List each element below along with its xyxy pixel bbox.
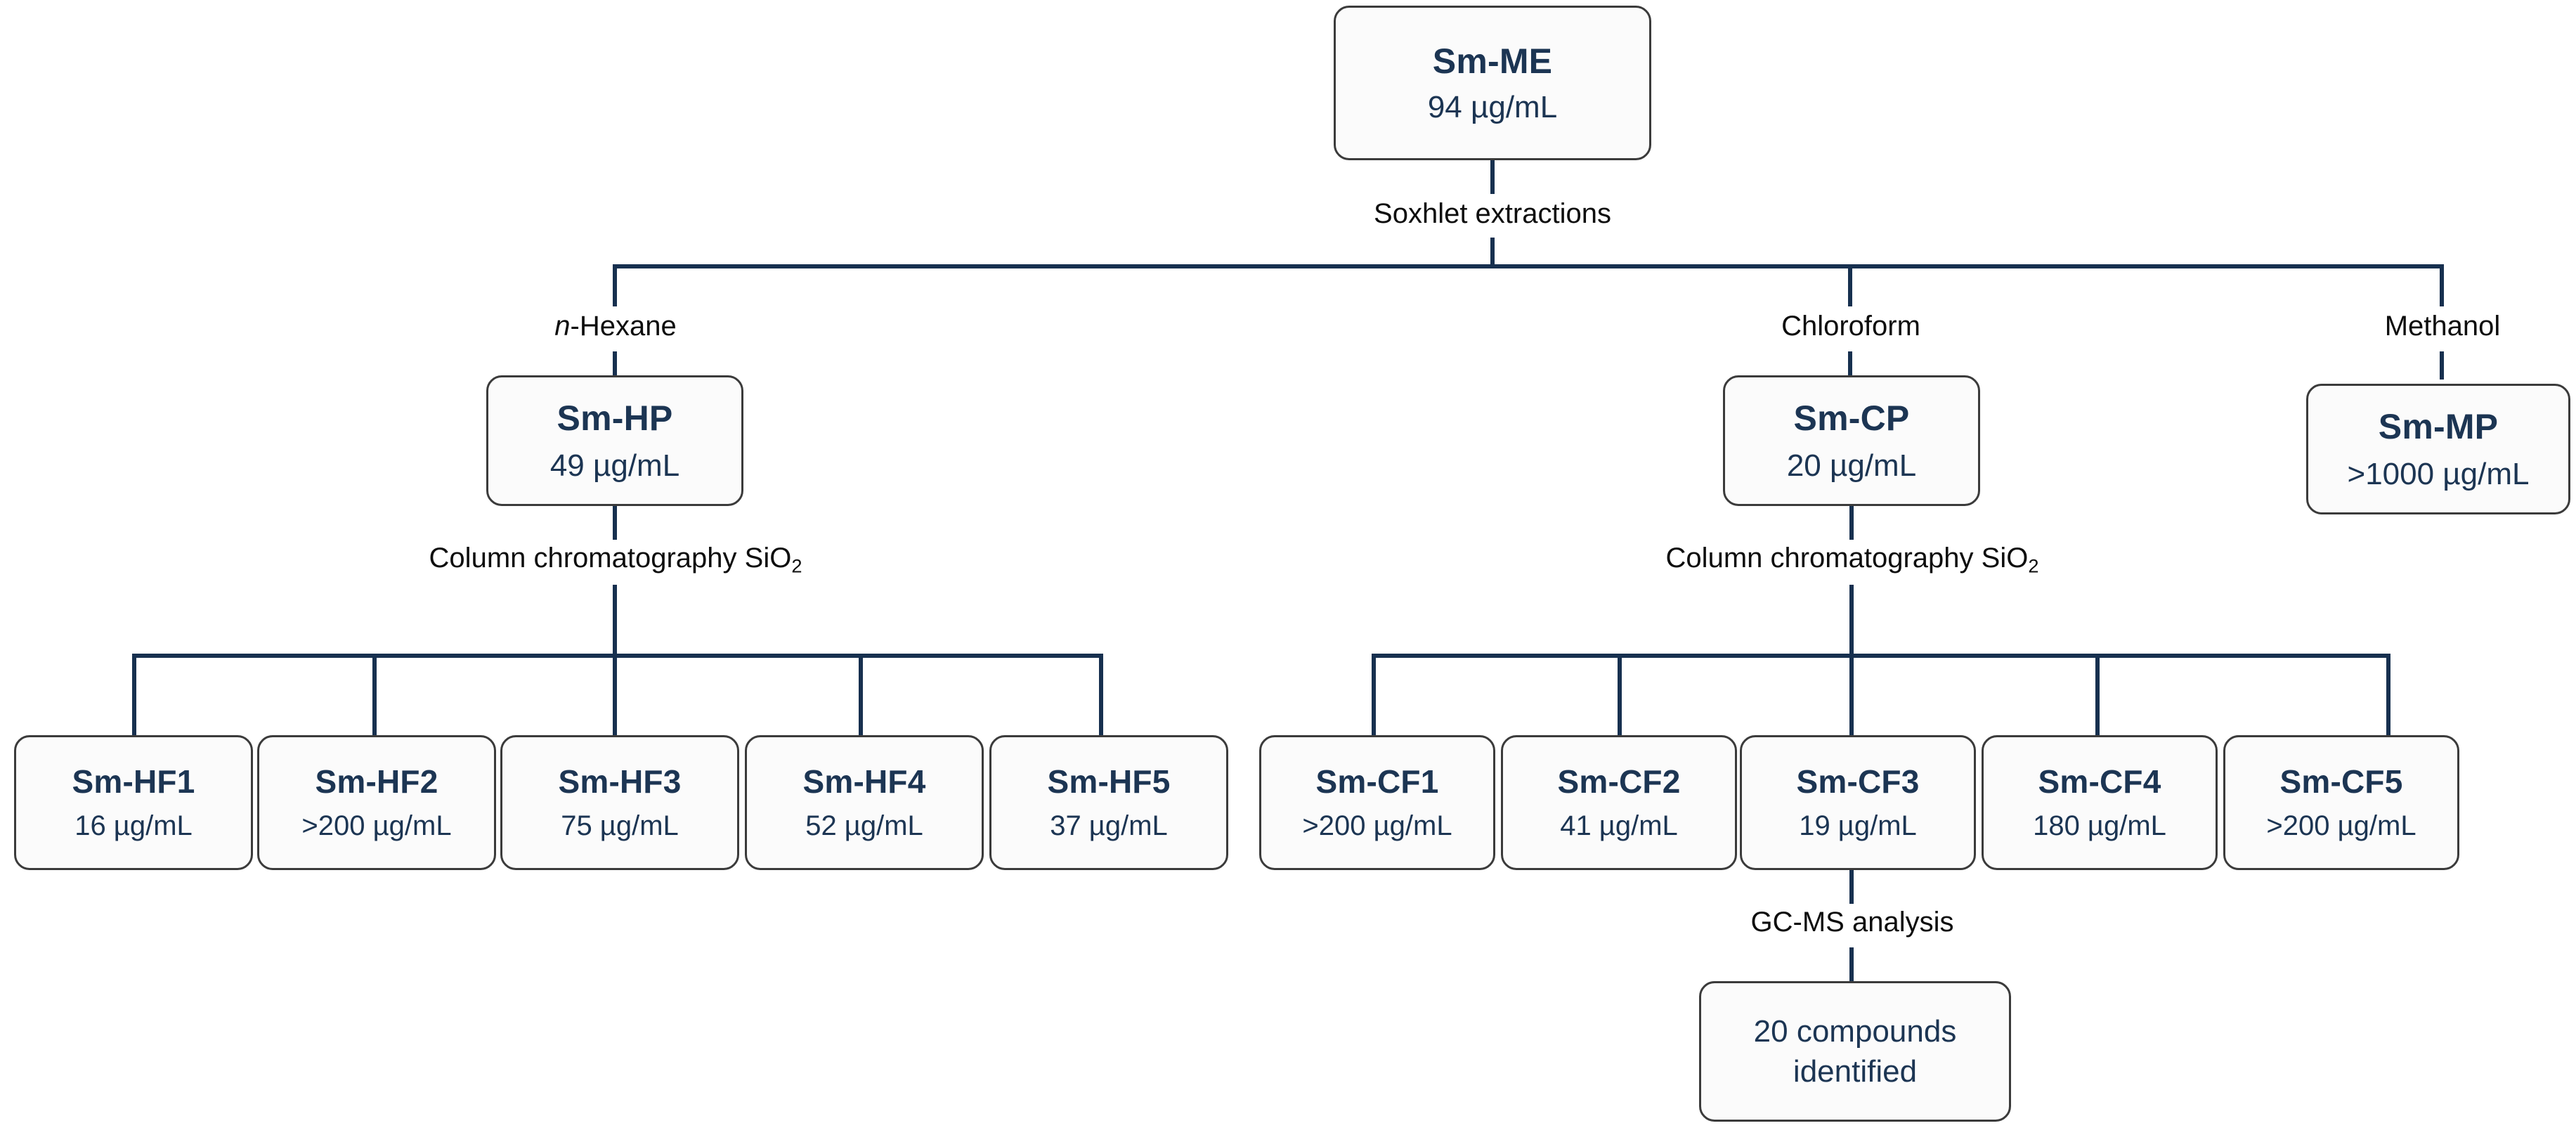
edge-label-methanol-text: Methanol <box>2384 311 2501 342</box>
edge-label-chloroform-text: Chloroform <box>1781 311 1920 342</box>
connector-drop-sm-hf1 <box>132 654 136 738</box>
connector-chloroform-fraction-bar <box>1372 654 2390 658</box>
connector-drop-methanol <box>2440 264 2444 306</box>
node-sm-me-title: Sm-ME <box>1432 41 1553 81</box>
node-sm-hf2[interactable]: Sm-HF2 >200 µg/mL <box>257 735 496 870</box>
node-sm-cf1-value: >200 µg/mL <box>1302 810 1452 841</box>
node-sm-mp[interactable]: Sm-MP >1000 µg/mL <box>2306 384 2570 514</box>
connector-chloroform-bar-stem <box>1849 614 1854 655</box>
edge-label-cc-hexane-text: Column chromatography SiO <box>429 543 792 574</box>
node-sm-hf1-title: Sm-HF1 <box>72 763 195 801</box>
node-sm-cf5[interactable]: Sm-CF5 >200 µg/mL <box>2223 735 2459 870</box>
connector-solvent-split-bar <box>613 264 2444 268</box>
edge-label-n-hexane: n-Hexane <box>554 311 676 342</box>
node-compounds-identified-line2: identified <box>1793 1054 1918 1089</box>
connector-root-down-lower <box>1490 238 1495 267</box>
node-sm-cf4-title: Sm-CF4 <box>2038 763 2161 801</box>
edge-label-soxhlet-extractions: Soxhlet extractions <box>1374 198 1611 230</box>
node-sm-hf2-title: Sm-HF2 <box>315 763 438 801</box>
connector-drop-sm-cf4 <box>2095 654 2100 738</box>
node-sm-hp-value: 49 µg/mL <box>549 448 680 483</box>
node-sm-cf3[interactable]: Sm-CF3 19 µg/mL <box>1740 735 1976 870</box>
connector-drop-hexane <box>613 264 617 306</box>
node-sm-hf5-title: Sm-HF5 <box>1047 763 1171 801</box>
node-compounds-identified-line1: 20 compounds <box>1753 1013 1957 1049</box>
connector-drop-sm-hf2 <box>372 654 377 738</box>
edge-label-cc-chloroform-sub: 2 <box>2028 555 2039 577</box>
node-sm-hf5-value: 37 µg/mL <box>1050 810 1168 841</box>
connector-root-down-upper <box>1490 160 1495 194</box>
connector-hexane-fraction-bar <box>132 654 1103 658</box>
connector-sm-cf3-down-upper <box>1849 870 1854 904</box>
node-sm-hf2-value: >200 µg/mL <box>301 810 452 841</box>
node-sm-me[interactable]: Sm-ME 94 µg/mL <box>1334 6 1651 160</box>
node-sm-hf1[interactable]: Sm-HF1 16 µg/mL <box>14 735 253 870</box>
connector-sm-cp-down-lower <box>1849 585 1854 614</box>
node-sm-hp[interactable]: Sm-HP 49 µg/mL <box>486 375 743 506</box>
node-sm-hf3[interactable]: Sm-HF3 75 µg/mL <box>500 735 739 870</box>
edge-label-gcms-analysis: GC-MS analysis <box>1751 907 1954 938</box>
node-sm-hf5[interactable]: Sm-HF5 37 µg/mL <box>989 735 1228 870</box>
node-sm-cf1[interactable]: Sm-CF1 >200 µg/mL <box>1259 735 1495 870</box>
edge-label-cc-chloroform-text: Column chromatography SiO <box>1665 543 2029 574</box>
edge-label-n-hexane-rest: -Hexane <box>570 311 677 342</box>
connector-hexane-bar-stem <box>613 614 617 655</box>
node-sm-hf1-value: 16 µg/mL <box>74 810 193 841</box>
edge-label-gcms-text: GC-MS analysis <box>1750 907 1954 938</box>
node-sm-hf4-value: 52 µg/mL <box>805 810 923 841</box>
node-sm-mp-value: >1000 µg/mL <box>2347 456 2530 491</box>
connector-drop-sm-cf5 <box>2386 654 2390 738</box>
edge-label-n-hexane-italic-n: n <box>554 311 571 342</box>
node-sm-cf4[interactable]: Sm-CF4 180 µg/mL <box>1982 735 2218 870</box>
node-sm-cf2-value: 41 µg/mL <box>1560 810 1678 841</box>
node-sm-me-value: 94 µg/mL <box>1427 89 1558 124</box>
node-sm-cf3-title: Sm-CF3 <box>1796 763 1920 801</box>
node-sm-hp-title: Sm-HP <box>557 398 673 438</box>
node-sm-cf4-value: 180 µg/mL <box>2033 810 2166 841</box>
edge-label-cc-hexane-sub: 2 <box>791 555 802 577</box>
node-sm-cf5-value: >200 µg/mL <box>2266 810 2416 841</box>
connector-drop-sm-hf3 <box>613 654 617 738</box>
edge-label-column-chromatography-hexane: Column chromatography SiO2 <box>429 543 802 578</box>
edge-label-chloroform: Chloroform <box>1781 311 1920 342</box>
edge-label-soxhlet-text: Soxhlet extractions <box>1374 198 1611 229</box>
connector-sm-hp-down-upper <box>613 506 617 540</box>
node-sm-hf4[interactable]: Sm-HF4 52 µg/mL <box>745 735 984 870</box>
node-sm-cf5-title: Sm-CF5 <box>2279 763 2403 801</box>
node-sm-cp[interactable]: Sm-CP 20 µg/mL <box>1723 375 1980 506</box>
connector-sm-hp-down-lower <box>613 585 617 614</box>
node-sm-cp-value: 20 µg/mL <box>1786 448 1917 483</box>
node-sm-cf3-value: 19 µg/mL <box>1799 810 1917 841</box>
connector-drop-sm-cf2 <box>1618 654 1622 738</box>
node-sm-hf3-title: Sm-HF3 <box>558 763 682 801</box>
connector-sm-cp-down-upper <box>1849 506 1854 540</box>
connector-drop-sm-cf3 <box>1849 654 1854 738</box>
node-sm-mp-title: Sm-MP <box>2378 406 2499 446</box>
connector-chloroform-to-sm-cp <box>1848 351 1852 380</box>
node-sm-cf2-title: Sm-CF2 <box>1557 763 1681 801</box>
node-sm-hf4-title: Sm-HF4 <box>802 763 926 801</box>
connector-drop-sm-cf1 <box>1372 654 1376 738</box>
edge-label-methanol: Methanol <box>2385 311 2501 342</box>
node-compounds-identified[interactable]: 20 compounds identified <box>1699 981 2011 1122</box>
node-sm-cf1-title: Sm-CF1 <box>1315 763 1439 801</box>
node-sm-cp-title: Sm-CP <box>1793 398 1910 438</box>
connector-drop-sm-hf4 <box>859 654 863 738</box>
connector-sm-cf3-down-lower <box>1849 947 1854 981</box>
connector-methanol-to-sm-mp <box>2440 351 2444 380</box>
connector-drop-sm-hf5 <box>1099 654 1103 738</box>
edge-label-column-chromatography-chloroform: Column chromatography SiO2 <box>1666 543 2039 578</box>
connector-hexane-to-sm-hp <box>613 351 617 380</box>
node-sm-hf3-value: 75 µg/mL <box>561 810 679 841</box>
connector-drop-chloroform <box>1848 264 1852 306</box>
node-sm-cf2[interactable]: Sm-CF2 41 µg/mL <box>1501 735 1737 870</box>
